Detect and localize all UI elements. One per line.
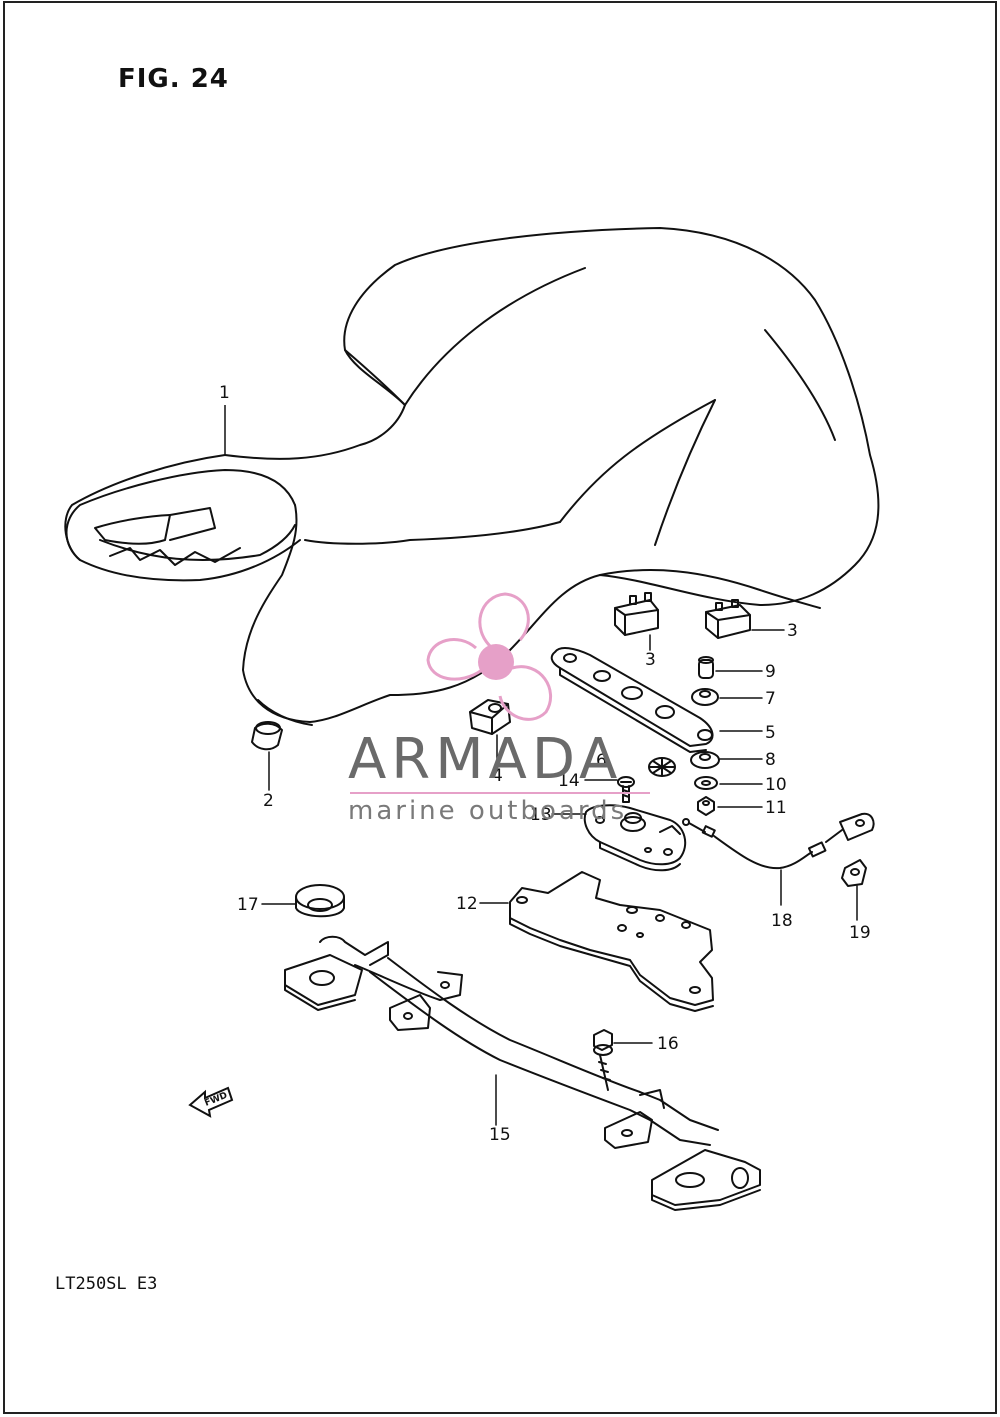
cushion-part-3a — [614, 592, 659, 651]
bracket-part-4 — [469, 699, 511, 766]
seat-part-1 — [64, 227, 880, 726]
cushion-part-3b — [705, 599, 785, 639]
label-part-7: 7 — [765, 689, 776, 709]
bushing-part-7 — [691, 688, 763, 706]
figure-title: FIG. 24 — [118, 64, 229, 94]
fwd-arrow-icon: FWD — [188, 1086, 234, 1118]
screw-part-14 — [584, 776, 635, 803]
label-part-17: 17 — [237, 895, 259, 915]
label-part-10: 10 — [765, 775, 787, 795]
label-part-4: 4 — [492, 766, 503, 786]
sleeve-part-9 — [698, 656, 763, 679]
watermark-subtitle: marine outboards — [348, 796, 628, 826]
clip-part-19 — [841, 859, 867, 921]
watermark-logo — [426, 592, 553, 721]
label-part-18: 18 — [771, 911, 793, 931]
washer-part-10 — [694, 776, 763, 790]
label-part-19: 19 — [849, 923, 871, 943]
nut-part-11 — [697, 796, 763, 816]
label-part-12: 12 — [456, 894, 478, 914]
label-part-13: 13 — [530, 805, 552, 825]
plate-part-5 — [550, 647, 763, 753]
watermark-name: ARMADA — [348, 727, 623, 792]
page-border — [3, 1, 997, 1414]
label-part-11: 11 — [765, 798, 787, 818]
grommet-part-17 — [261, 884, 345, 918]
lock-part-13 — [551, 804, 687, 872]
bracket-plate-part-12 — [479, 871, 714, 1012]
label-part-8: 8 — [765, 750, 776, 770]
label-part-14: 14 — [558, 771, 580, 791]
label-part-16: 16 — [657, 1034, 679, 1054]
label-part-9: 9 — [765, 662, 776, 682]
label-part-3a: 3 — [645, 650, 656, 670]
frame-part-15 — [284, 935, 761, 1211]
bolt-part-16 — [593, 1029, 653, 1091]
label-part-6: 6 — [596, 751, 607, 771]
label-part-2: 2 — [263, 791, 274, 811]
label-part-3b: 3 — [787, 621, 798, 641]
model-code: LT250SL E3 — [55, 1274, 158, 1294]
grommet-part-2 — [251, 721, 283, 791]
bushing-part-8 — [690, 751, 763, 769]
damper-part-6 — [648, 757, 676, 777]
watermark-divider — [350, 792, 650, 794]
label-part-5: 5 — [765, 723, 776, 743]
cable-part-18 — [682, 812, 875, 906]
label-part-15: 15 — [489, 1125, 511, 1145]
label-part-1: 1 — [219, 383, 230, 403]
part-labels: 1 2 3 3 4 5 6 7 8 9 10 11 12 13 14 15 16… — [219, 383, 871, 1145]
